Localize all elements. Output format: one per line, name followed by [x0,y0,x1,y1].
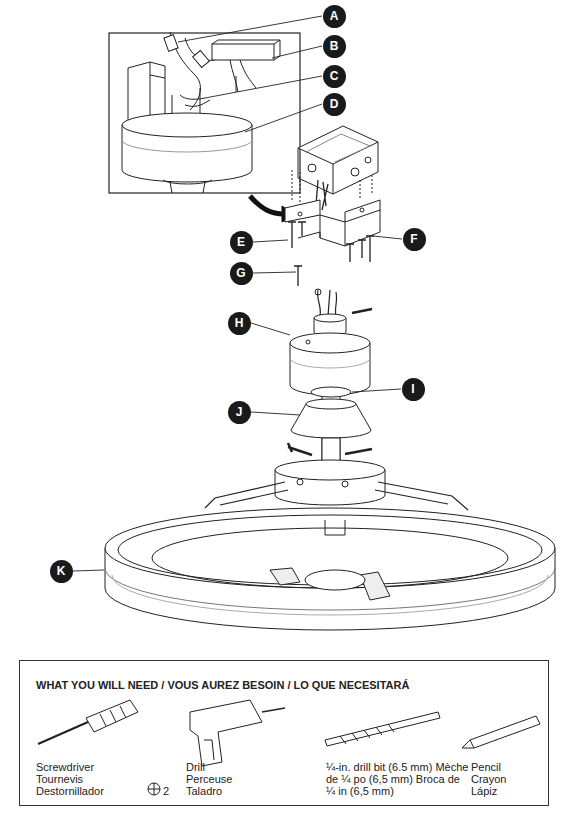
junction-box [292,126,378,210]
tools-panel: WHAT YOU WILL NEED / VOUS AUREZ BESOIN /… [19,660,549,806]
drill-bit-icon [325,712,440,746]
callout-letter-text: F [410,233,417,245]
canopy [290,289,372,395]
callout-letter: F [403,228,426,251]
callout-letter-text: H [235,317,244,329]
tool-label: Screwdriver Tournevis Destornillador [36,761,126,797]
tool-label: Pencil Crayon Lápiz [471,761,519,797]
callout-letter: G [230,262,253,285]
callout-letter: A [323,5,346,28]
drill-icon [190,700,285,766]
callout-letter-text: I [411,383,414,395]
callout-letter: J [228,401,251,424]
callout-letter: H [228,312,251,335]
callout-letter-text: A [330,10,339,22]
inset-wiring [128,32,280,120]
tool-label: 2 [163,785,169,797]
fan-body [105,460,555,630]
screws [288,222,374,286]
callout-letter: C [323,65,346,88]
callout-letter-text: G [236,267,245,279]
callout-letter: I [402,378,425,401]
callout-letter: K [50,560,73,583]
callout-letter: E [230,231,253,254]
callout-letter-text: J [236,406,243,418]
tool-label: Drill Perceuse Taladro [186,761,244,797]
callout-letter-text: C [330,70,339,82]
callout-letter-text: B [330,40,339,52]
callout-letter: B [323,35,346,58]
inset-canopy [122,113,252,193]
tool-label: ¼-in. drill bit (6.5 mm) Mèche de ¼ po (… [326,761,471,797]
callout-letter: D [323,93,346,116]
mounting-bracket [285,200,380,246]
callout-letter-text: D [330,98,339,110]
downrod [288,387,372,462]
callout-letter-text: K [57,565,66,577]
pencil-icon [462,716,540,748]
callout-letter-text: E [237,236,245,248]
panel-heading: WHAT YOU WILL NEED / VOUS AUREZ BESOIN /… [36,679,409,691]
leader-lines [73,16,402,571]
